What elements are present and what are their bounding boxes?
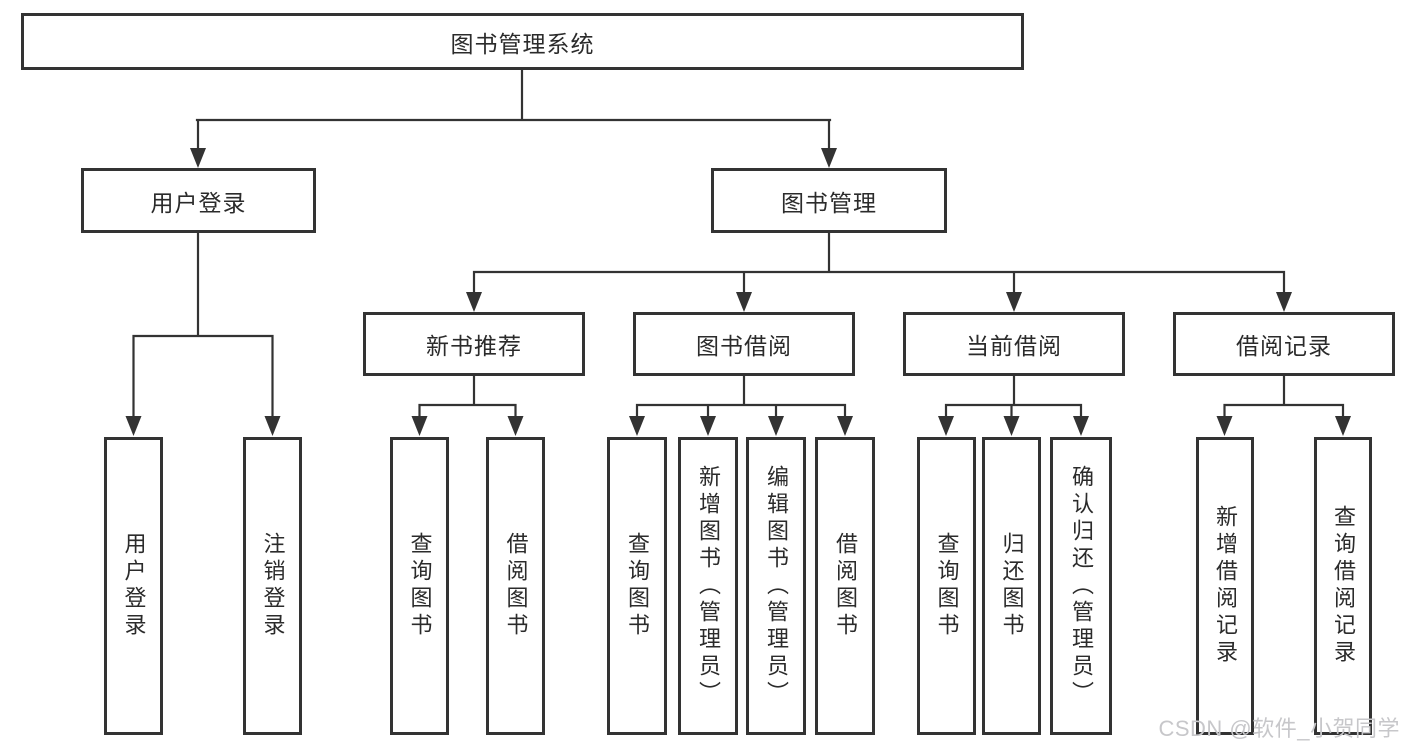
leaf-query-books-current-label: 查询图书: [934, 532, 960, 640]
node-user-login: 用户登录: [81, 168, 316, 233]
leaf-query-books-recommend-label: 查询图书: [407, 532, 433, 640]
leaf-query-borrow-record-label: 查询借阅记录: [1331, 505, 1356, 667]
node-root: 图书管理系统: [21, 13, 1024, 70]
node-new-book-recommendation: 新书推荐: [363, 312, 585, 376]
leaf-add-book-admin-label: 新增图书（管理员）: [696, 464, 721, 708]
leaf-borrow-books-recommend-label: 借阅图书: [503, 532, 529, 640]
leaf-borrow-books-borrowing: 借阅图书: [815, 437, 875, 735]
leaf-query-books-current: 查询图书: [917, 437, 976, 735]
node-current-borrowing: 当前借阅: [903, 312, 1125, 376]
leaf-query-books-borrowing-label: 查询图书: [625, 532, 650, 640]
leaf-borrow-books-borrowing-label: 借阅图书: [833, 532, 858, 640]
leaf-confirm-return-admin-label: 确认归还（管理员）: [1069, 464, 1094, 708]
node-borrowing-records: 借阅记录: [1173, 312, 1395, 376]
leaf-return-book-label: 归还图书: [999, 532, 1025, 640]
arrowheads: [125, 148, 1351, 436]
leaf-user-login: 用户登录: [104, 437, 163, 735]
leaf-query-books-borrowing: 查询图书: [607, 437, 667, 735]
leaf-user-login-label: 用户登录: [121, 532, 147, 640]
leaf-edit-book-admin-label: 编辑图书（管理员）: [764, 464, 789, 708]
csdn-watermark: CSDN @软件_小贺同学: [1158, 716, 1400, 741]
node-book-management: 图书管理: [711, 168, 947, 233]
leaf-add-book-admin: 新增图书（管理员）: [678, 437, 738, 735]
leaf-edit-book-admin: 编辑图书（管理员）: [746, 437, 806, 735]
leaf-query-books-recommend: 查询图书: [390, 437, 449, 735]
node-book-borrowing: 图书借阅: [633, 312, 855, 376]
leaf-query-borrow-record: 查询借阅记录: [1314, 437, 1372, 735]
leaf-borrow-books-recommend: 借阅图书: [486, 437, 545, 735]
leaf-confirm-return-admin: 确认归还（管理员）: [1050, 437, 1112, 735]
leaf-logout-label: 注销登录: [260, 532, 286, 640]
leaf-add-borrow-record: 新增借阅记录: [1196, 437, 1254, 735]
leaf-logout: 注销登录: [243, 437, 302, 735]
leaf-return-book: 归还图书: [982, 437, 1041, 735]
leaf-add-borrow-record-label: 新增借阅记录: [1213, 505, 1238, 667]
